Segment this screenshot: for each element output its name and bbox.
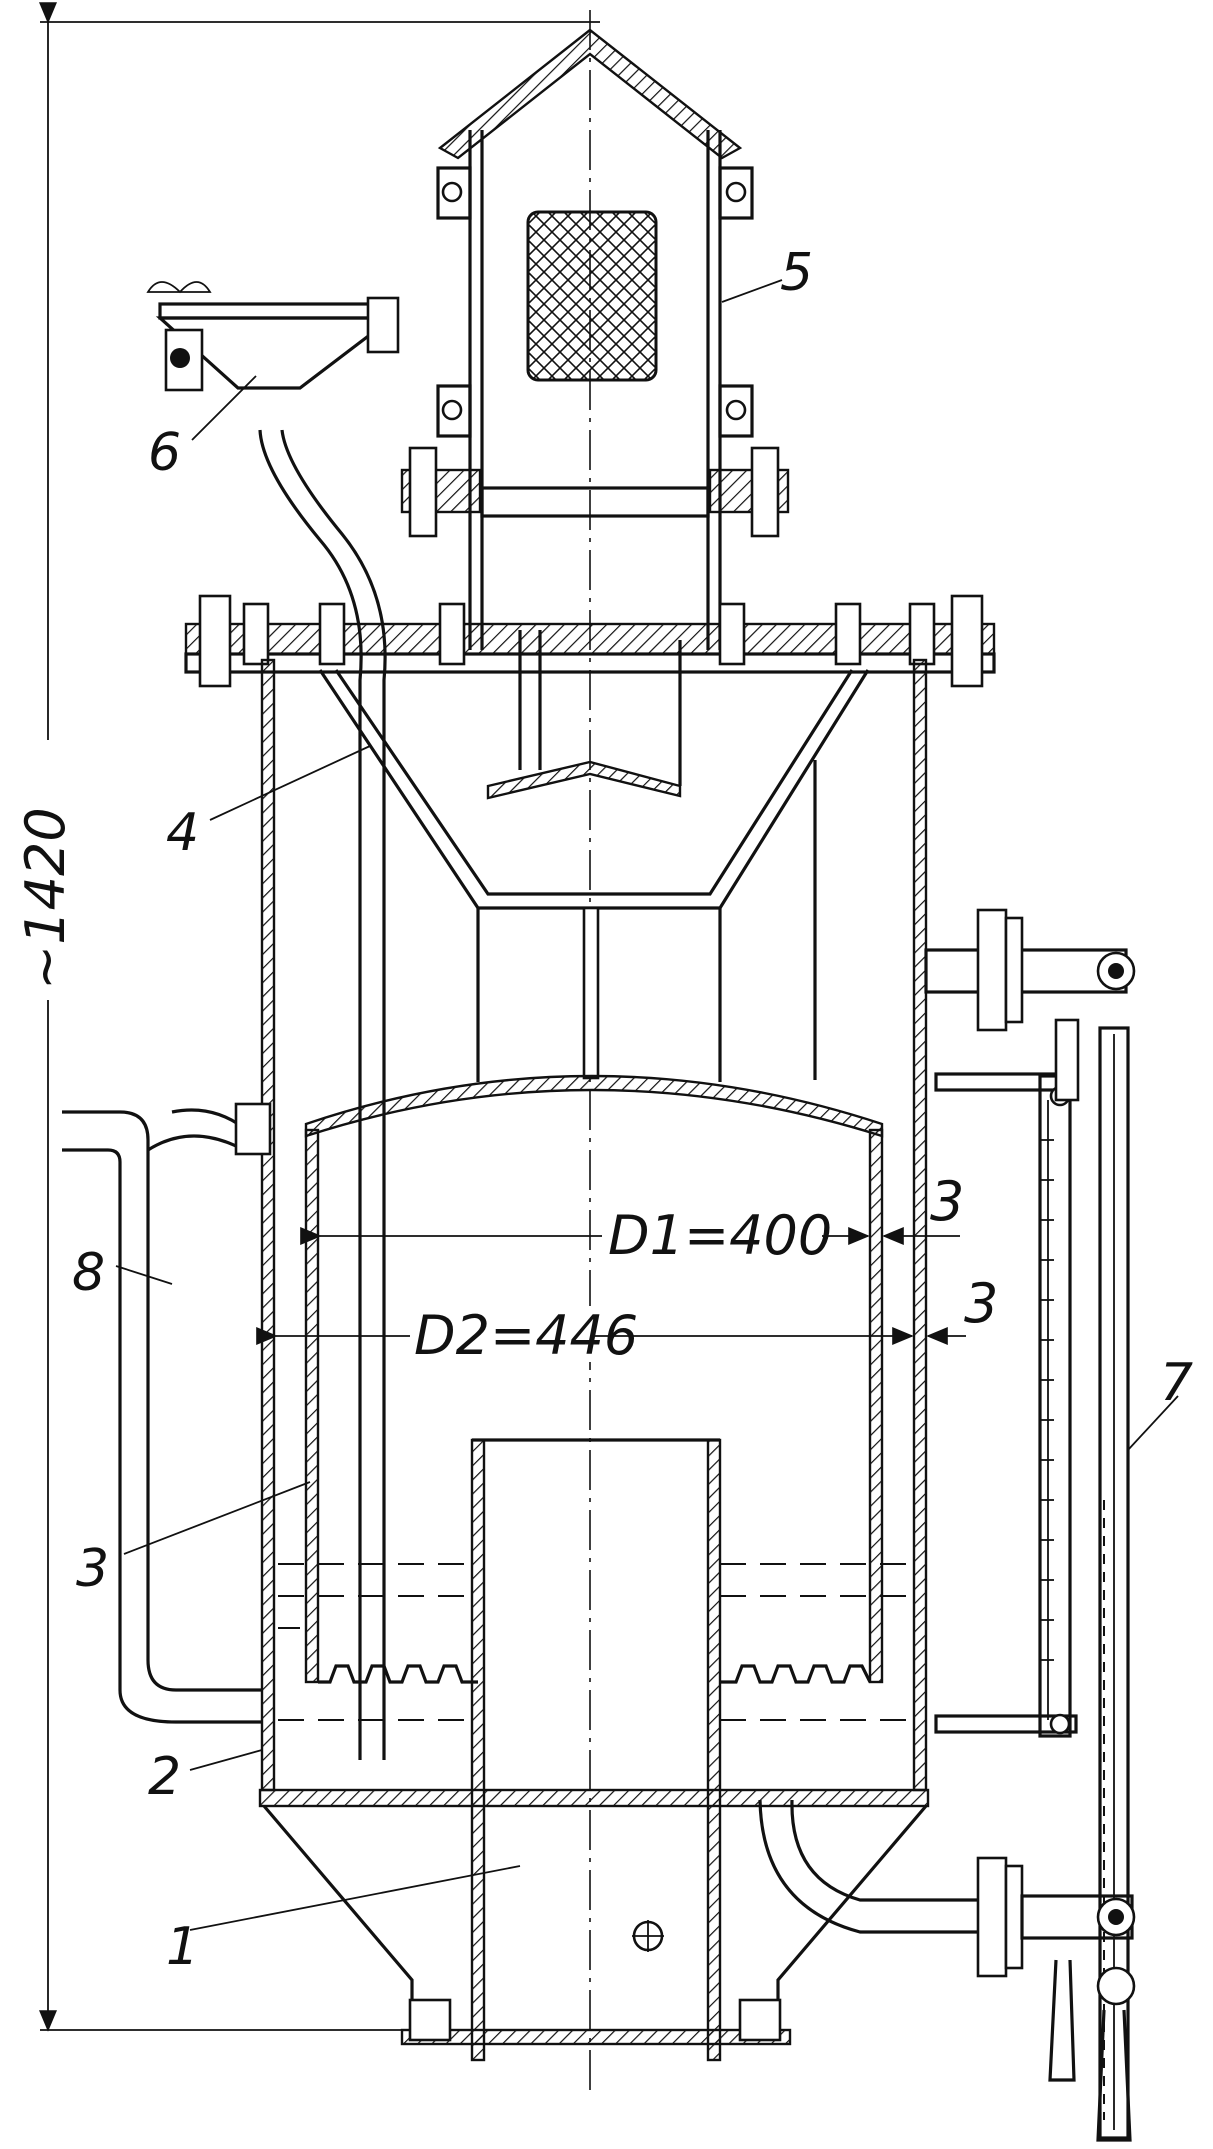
label-part-5: 5	[780, 243, 813, 303]
label-part-6: 6	[148, 423, 181, 483]
inner-diameter-label: D1=400	[608, 1204, 832, 1267]
central-tube-part-1	[262, 1438, 928, 2062]
gap-outer-label: 3	[964, 1272, 998, 1335]
gap-inner-label: 3	[930, 1170, 964, 1233]
top-cover-plate	[184, 594, 996, 688]
cover-bolts	[198, 594, 984, 688]
gap-dimensions: 3 3	[882, 1170, 998, 1345]
diameter-d1-dimension: D1=400	[300, 1204, 870, 1267]
outer-diameter-label: D2=446	[414, 1304, 638, 1367]
label-part-3: 3	[76, 1539, 109, 1599]
label-part-1: 1	[166, 1917, 199, 1977]
label-part-2: 2	[148, 1747, 181, 1807]
overall-height-label: ~1420	[14, 807, 77, 990]
level-gauge-part-7	[758, 908, 1136, 2142]
part-labels: 1 2 3 4 5 6 7 8	[72, 243, 1193, 1977]
overall-height-dimension: ~1420	[14, 2, 600, 2032]
mesh-screen	[526, 210, 658, 382]
funnel-part-4	[318, 669, 870, 1082]
feed-funnel-part-6	[146, 281, 400, 1760]
label-part-4: 4	[166, 803, 199, 863]
label-part-7: 7	[1160, 1353, 1193, 1413]
side-pipe-part-8	[62, 1102, 272, 1724]
inner-cylinder-part-3	[304, 1074, 884, 1684]
diameter-d2-dimension: D2=446	[256, 1304, 914, 1367]
chimney-part-5	[400, 28, 790, 800]
liquid-level	[278, 1563, 912, 1721]
label-part-8: 8	[72, 1243, 105, 1303]
